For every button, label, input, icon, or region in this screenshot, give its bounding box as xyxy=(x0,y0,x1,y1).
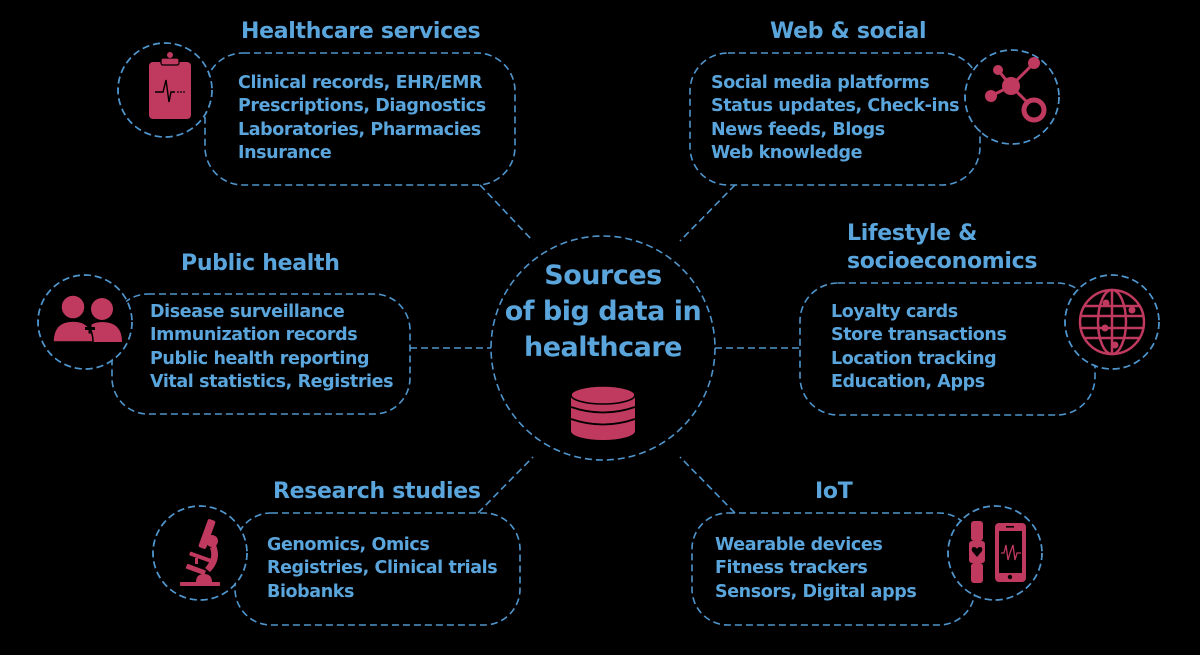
node-title-line-2: socioeconomics xyxy=(847,249,1038,274)
list-item: Web knowledge xyxy=(711,142,863,163)
node-items-public-health: Disease surveillance Immunization record… xyxy=(150,301,394,394)
list-item: Prescriptions, Diagnostics xyxy=(238,96,486,117)
database-icon xyxy=(570,385,636,440)
list-item: Disease surveillance xyxy=(150,302,345,322)
node-title-web-social: Web & social xyxy=(770,19,927,44)
list-item: Social media platforms xyxy=(711,73,930,93)
people-medical-icon xyxy=(52,294,122,343)
list-item: Insurance xyxy=(238,142,332,163)
node-title-lifestyle-socioeconomics: Lifestyle & socioeconomics xyxy=(847,220,1037,276)
list-item: Location tracking xyxy=(831,348,997,369)
list-item: Registries, Clinical trials xyxy=(267,558,498,579)
list-item: Sensors, Digital apps xyxy=(715,581,917,602)
node-items-lifestyle-socioeconomics: Loyalty cards Store transactions Locatio… xyxy=(831,301,1007,394)
center-title-line-2: of big data in xyxy=(504,296,702,327)
connector-iot xyxy=(679,456,736,514)
list-item: Immunization records xyxy=(150,325,358,346)
wearable-phone-icon xyxy=(969,521,1026,583)
node-title-iot: IoT xyxy=(815,479,853,504)
center-title-line-1: Sources xyxy=(544,260,662,291)
center-circle xyxy=(490,235,716,461)
center-title: Sources of big data in healthcare xyxy=(483,258,723,366)
microscope-icon xyxy=(180,519,220,586)
list-item: Education, Apps xyxy=(831,371,985,392)
node-title-line-1: Lifestyle & xyxy=(847,221,978,246)
node-title-healthcare-services: Healthcare services xyxy=(241,19,481,44)
node-items-web-social: Social media platforms Status updates, C… xyxy=(711,72,960,165)
node-items-iot: Wearable devices Fitness trackers Sensor… xyxy=(715,534,917,604)
list-item: Clinical records, EHR/EMR xyxy=(238,73,483,93)
node-title-public-health: Public health xyxy=(181,251,340,276)
list-item: Biobanks xyxy=(267,581,355,602)
list-item: Genomics, Omics xyxy=(267,535,430,555)
connector-healthcare xyxy=(479,184,534,242)
list-item: Fitness trackers xyxy=(715,558,868,579)
clipboard-heartbeat-icon xyxy=(149,52,191,119)
list-item: News feeds, Blogs xyxy=(711,119,885,140)
node-items-research-studies: Genomics, Omics Registries, Clinical tri… xyxy=(267,534,498,604)
connector-web xyxy=(679,184,736,242)
list-item: Laboratories, Pharmacies xyxy=(238,119,481,140)
center-title-line-3: healthcare xyxy=(524,332,683,363)
node-title-research-studies: Research studies xyxy=(273,479,481,504)
list-item: Store transactions xyxy=(831,325,1007,346)
node-items-healthcare-services: Clinical records, EHR/EMR Prescriptions,… xyxy=(238,72,486,165)
list-item: Status updates, Check-ins xyxy=(711,96,960,117)
list-item: Wearable devices xyxy=(715,535,883,555)
connector-research xyxy=(477,456,534,514)
box-healthcare xyxy=(204,52,516,186)
list-item: Public health reporting xyxy=(150,348,370,369)
list-item: Loyalty cards xyxy=(831,302,958,322)
globe-network-icon xyxy=(1078,288,1146,356)
network-nodes-icon xyxy=(985,57,1047,123)
list-item: Vital statistics, Registries xyxy=(150,371,394,392)
